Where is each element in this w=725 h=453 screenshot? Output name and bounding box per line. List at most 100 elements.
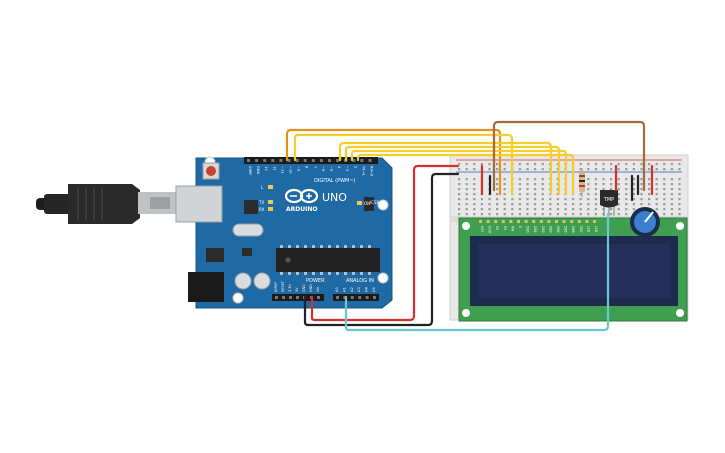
breadboard-hole[interactable] bbox=[625, 208, 628, 211]
breadboard-hole[interactable] bbox=[556, 203, 559, 206]
lcd-pin[interactable] bbox=[532, 220, 536, 223]
breadboard-hole[interactable] bbox=[602, 163, 605, 166]
breadboard-hole[interactable] bbox=[625, 178, 628, 181]
lcd-pin[interactable] bbox=[562, 220, 566, 223]
lcd-pin[interactable] bbox=[501, 220, 505, 223]
breadboard-hole[interactable] bbox=[640, 168, 643, 171]
breadboard-hole[interactable] bbox=[670, 168, 673, 171]
breadboard-hole[interactable] bbox=[572, 208, 575, 211]
power-pin-hole[interactable] bbox=[282, 296, 285, 299]
breadboard-hole[interactable] bbox=[480, 213, 483, 216]
breadboard-hole[interactable] bbox=[655, 188, 658, 191]
breadboard-hole[interactable] bbox=[670, 198, 673, 201]
breadboard-hole[interactable] bbox=[496, 208, 499, 211]
breadboard-hole[interactable] bbox=[594, 178, 597, 181]
breadboard-hole[interactable] bbox=[511, 208, 514, 211]
breadboard-hole[interactable] bbox=[678, 203, 681, 206]
breadboard-hole[interactable] bbox=[549, 203, 552, 206]
breadboard-hole[interactable] bbox=[480, 163, 483, 166]
breadboard-hole[interactable] bbox=[549, 208, 552, 211]
breadboard-hole[interactable] bbox=[465, 203, 468, 206]
breadboard-hole[interactable] bbox=[534, 213, 537, 216]
breadboard-hole[interactable] bbox=[496, 163, 499, 166]
breadboard-hole[interactable] bbox=[640, 163, 643, 166]
breadboard-hole[interactable] bbox=[663, 183, 666, 186]
breadboard-hole[interactable] bbox=[458, 163, 461, 166]
breadboard-hole[interactable] bbox=[655, 163, 658, 166]
breadboard-hole[interactable] bbox=[465, 193, 468, 196]
breadboard-hole[interactable] bbox=[594, 183, 597, 186]
breadboard-hole[interactable] bbox=[587, 168, 590, 171]
breadboard-hole[interactable] bbox=[648, 203, 651, 206]
breadboard-hole[interactable] bbox=[480, 203, 483, 206]
breadboard-hole[interactable] bbox=[617, 203, 620, 206]
breadboard-hole[interactable] bbox=[572, 213, 575, 216]
breadboard-hole[interactable] bbox=[503, 163, 506, 166]
breadboard-hole[interactable] bbox=[625, 203, 628, 206]
breadboard-hole[interactable] bbox=[556, 198, 559, 201]
breadboard-hole[interactable] bbox=[617, 213, 620, 216]
breadboard-hole[interactable] bbox=[602, 168, 605, 171]
analog-pin-hole[interactable] bbox=[373, 296, 376, 299]
breadboard-hole[interactable] bbox=[617, 188, 620, 191]
breadboard-hole[interactable] bbox=[670, 188, 673, 191]
lcd-pin[interactable] bbox=[494, 220, 498, 223]
breadboard-hole[interactable] bbox=[534, 208, 537, 211]
breadboard-hole[interactable] bbox=[640, 183, 643, 186]
breadboard-hole[interactable] bbox=[541, 208, 544, 211]
breadboard-hole[interactable] bbox=[632, 208, 635, 211]
breadboard-hole[interactable] bbox=[632, 178, 635, 181]
breadboard-hole[interactable] bbox=[526, 163, 529, 166]
digital-pin-hole[interactable] bbox=[287, 159, 291, 162]
breadboard-hole[interactable] bbox=[564, 208, 567, 211]
breadboard-hole[interactable] bbox=[572, 198, 575, 201]
breadboard-hole[interactable] bbox=[534, 178, 537, 181]
digital-pin-hole[interactable] bbox=[295, 159, 299, 162]
breadboard-hole[interactable] bbox=[663, 188, 666, 191]
breadboard-hole[interactable] bbox=[579, 193, 582, 196]
digital-pin-hole[interactable] bbox=[263, 159, 267, 162]
breadboard-hole[interactable] bbox=[579, 203, 582, 206]
breadboard-hole[interactable] bbox=[678, 178, 681, 181]
breadboard-hole[interactable] bbox=[473, 193, 476, 196]
breadboard-hole[interactable] bbox=[488, 208, 491, 211]
breadboard-hole[interactable] bbox=[632, 198, 635, 201]
breadboard-hole[interactable] bbox=[526, 178, 529, 181]
lcd-pin[interactable] bbox=[547, 220, 551, 223]
breadboard-hole[interactable] bbox=[678, 188, 681, 191]
breadboard-hole[interactable] bbox=[496, 203, 499, 206]
breadboard-hole[interactable] bbox=[640, 178, 643, 181]
breadboard-hole[interactable] bbox=[625, 193, 628, 196]
breadboard-hole[interactable] bbox=[473, 183, 476, 186]
breadboard-hole[interactable] bbox=[526, 213, 529, 216]
breadboard-hole[interactable] bbox=[579, 198, 582, 201]
breadboard-hole[interactable] bbox=[518, 213, 521, 216]
lcd-pin[interactable] bbox=[577, 220, 581, 223]
breadboard-hole[interactable] bbox=[503, 208, 506, 211]
breadboard-hole[interactable] bbox=[549, 198, 552, 201]
breadboard-hole[interactable] bbox=[678, 213, 681, 216]
breadboard-hole[interactable] bbox=[518, 183, 521, 186]
breadboard-hole[interactable] bbox=[518, 178, 521, 181]
breadboard-hole[interactable] bbox=[655, 193, 658, 196]
breadboard-hole[interactable] bbox=[602, 188, 605, 191]
digital-pin-hole[interactable] bbox=[352, 159, 356, 162]
breadboard-hole[interactable] bbox=[648, 193, 651, 196]
breadboard-hole[interactable] bbox=[473, 188, 476, 191]
breadboard-hole[interactable] bbox=[602, 178, 605, 181]
digital-pin-hole[interactable] bbox=[360, 159, 364, 162]
digital-header[interactable] bbox=[244, 157, 378, 164]
breadboard-hole[interactable] bbox=[610, 208, 613, 211]
breadboard-hole[interactable] bbox=[663, 178, 666, 181]
lcd-pin[interactable] bbox=[524, 220, 528, 223]
digital-pin-hole[interactable] bbox=[319, 159, 323, 162]
breadboard-hole[interactable] bbox=[458, 183, 461, 186]
breadboard-hole[interactable] bbox=[518, 163, 521, 166]
breadboard-hole[interactable] bbox=[587, 183, 590, 186]
breadboard-hole[interactable] bbox=[617, 208, 620, 211]
digital-pin-hole[interactable] bbox=[368, 159, 372, 162]
breadboard-hole[interactable] bbox=[526, 193, 529, 196]
breadboard-hole[interactable] bbox=[594, 213, 597, 216]
breadboard-hole[interactable] bbox=[488, 213, 491, 216]
breadboard-hole[interactable] bbox=[640, 188, 643, 191]
